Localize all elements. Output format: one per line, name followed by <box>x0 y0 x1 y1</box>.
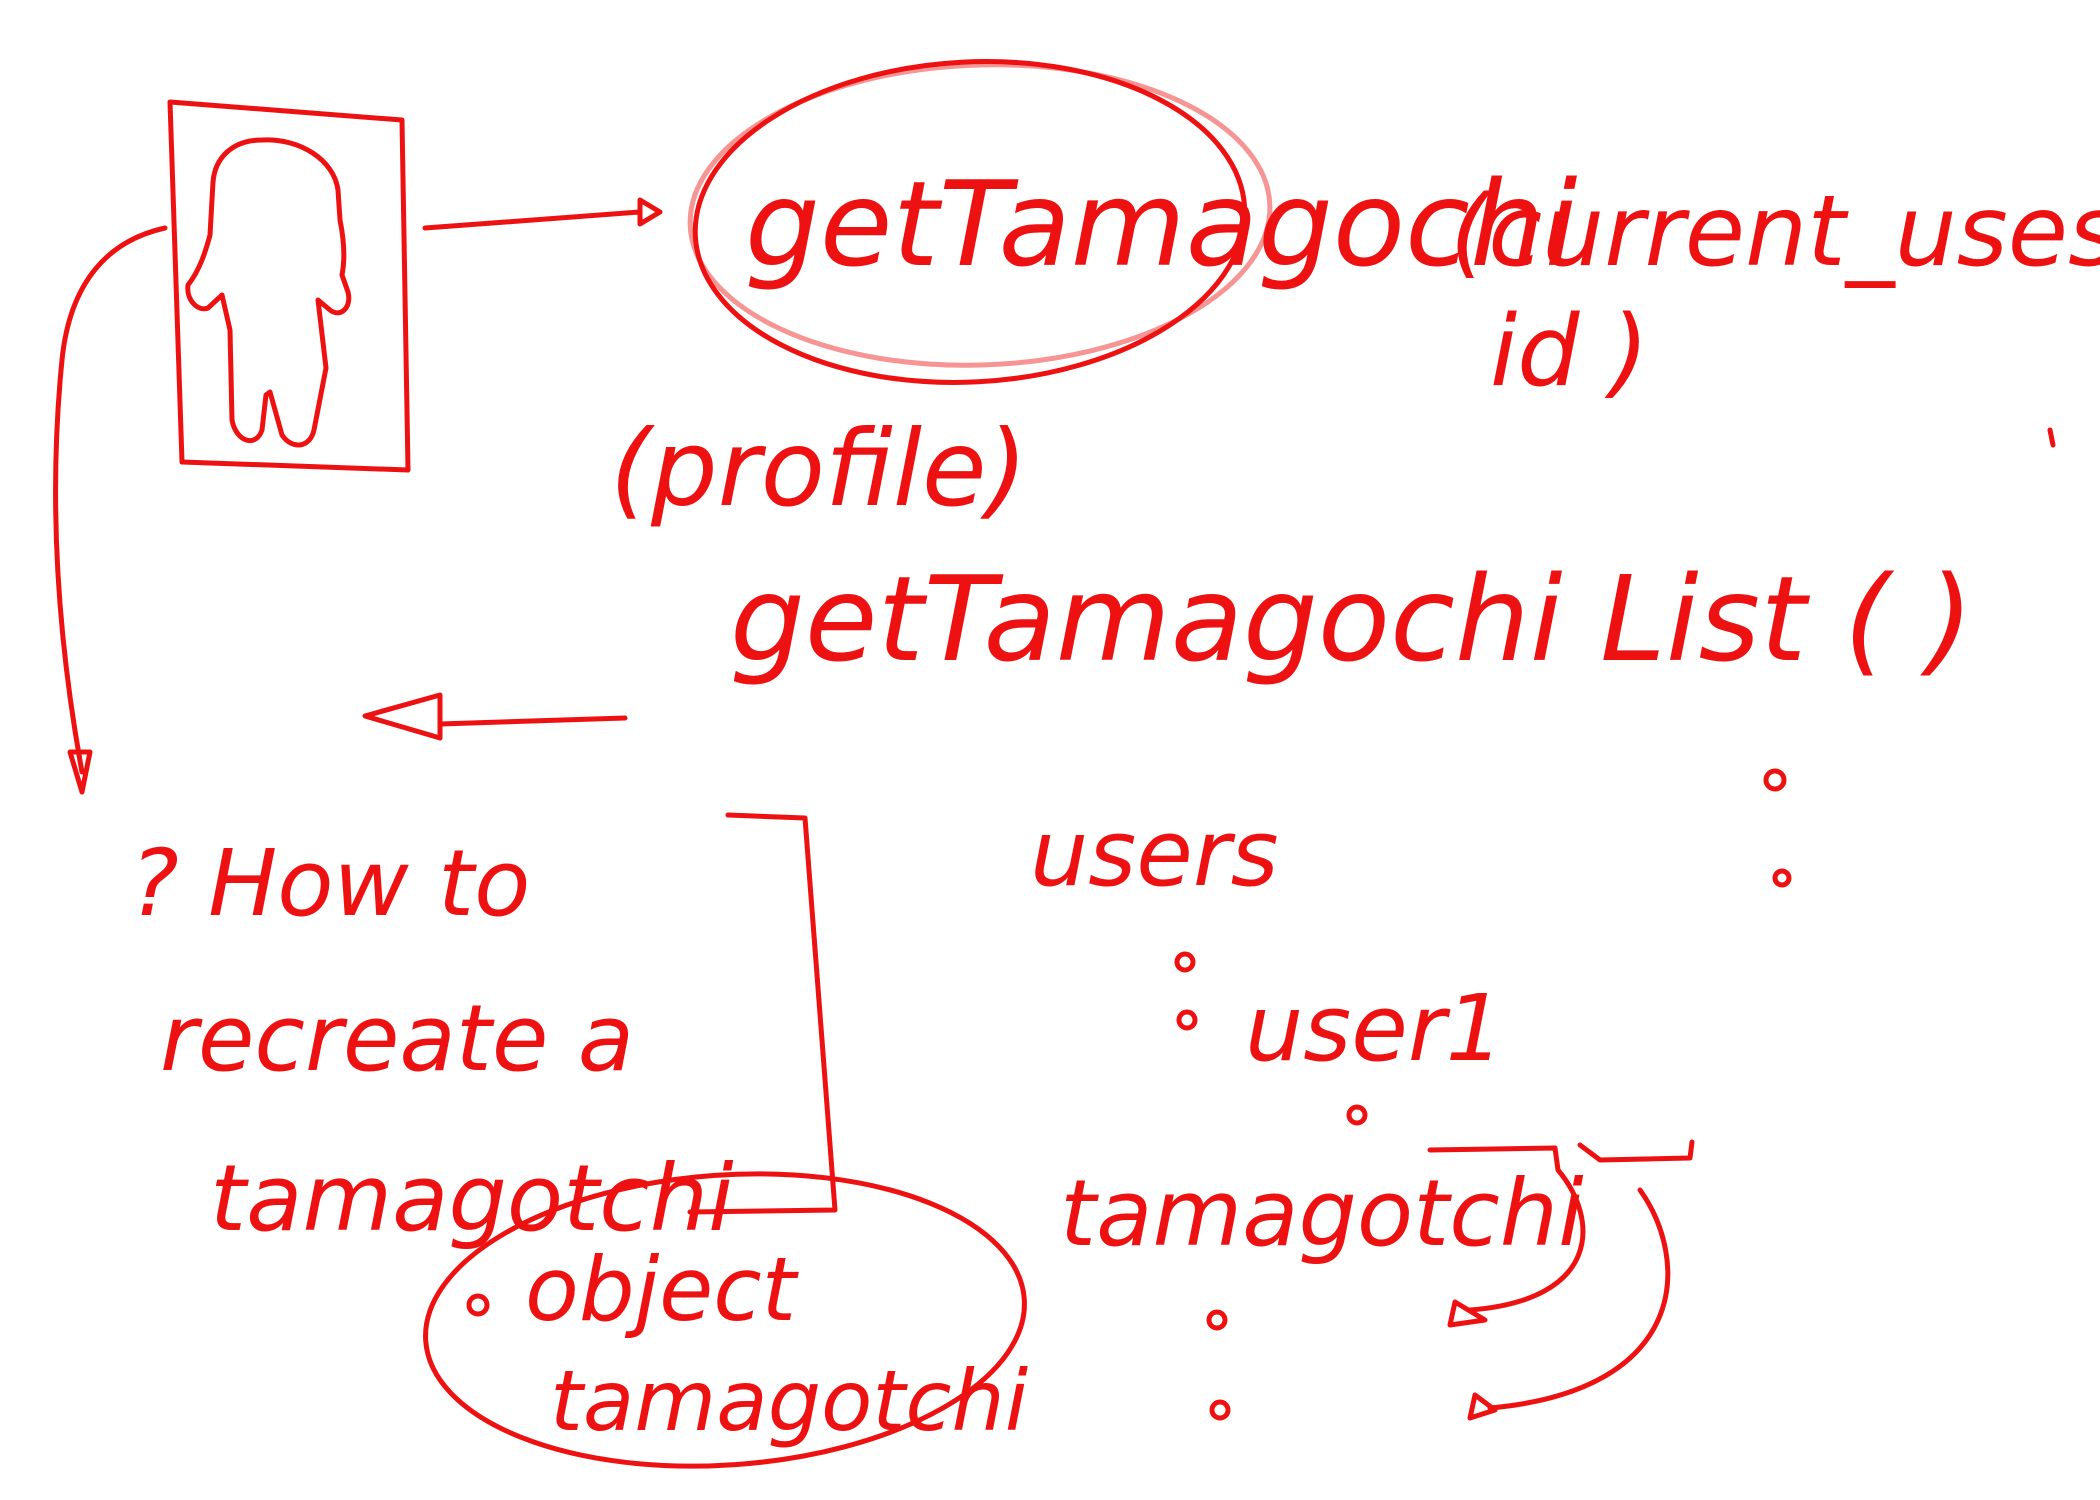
params-label: (current_uses, <box>1450 175 2100 289</box>
object-line-1: object <box>525 1238 800 1341</box>
object-bullet <box>466 1293 490 1317</box>
tamagotchi-dot-2 <box>1209 1399 1231 1421</box>
tamagotchi-arrow-2 <box>1467 1139 1695 1421</box>
users-dot <box>1174 951 1196 973</box>
tamagotchi-dot <box>1206 1309 1228 1331</box>
object-line-2: tamagotchi <box>550 1352 1028 1450</box>
user1-label: user1 <box>1245 975 1504 1082</box>
function-ellipse <box>692 59 1248 385</box>
question-line-2: recreate a <box>160 985 634 1092</box>
object-ellipse <box>423 1171 1027 1469</box>
tiny-mark <box>2047 427 2056 448</box>
user1-dot <box>1346 1104 1368 1126</box>
right-dot-2 <box>1772 868 1792 888</box>
arrow-card-to-function <box>422 197 663 231</box>
arrow-list-to-left <box>362 692 628 741</box>
get-list-label: getTamagochi List ( ) <box>730 550 1973 688</box>
users-label: users <box>1030 800 1279 907</box>
params-id-label: id ) <box>1490 295 1649 409</box>
tamagotchi-label: tamagotchi <box>1060 1160 1584 1267</box>
profile-card <box>167 99 411 473</box>
right-dot-1 <box>1763 768 1787 792</box>
profile-figure-icon <box>185 137 352 448</box>
users-dot-2 <box>1176 1009 1198 1031</box>
get-tamagochi-label: getTamagochi <box>745 155 1578 293</box>
profile-card-border <box>167 99 411 473</box>
question-line-3: tamagotchi <box>210 1145 734 1252</box>
question-line-1: ? How to <box>130 830 530 937</box>
profile-label: (profile) <box>610 408 1028 530</box>
bracket <box>687 812 838 1215</box>
function-ellipse-stroke-2 <box>687 62 1273 368</box>
arrow-card-down <box>53 225 168 795</box>
tamagotchi-arrow-1 <box>1427 1145 1586 1328</box>
